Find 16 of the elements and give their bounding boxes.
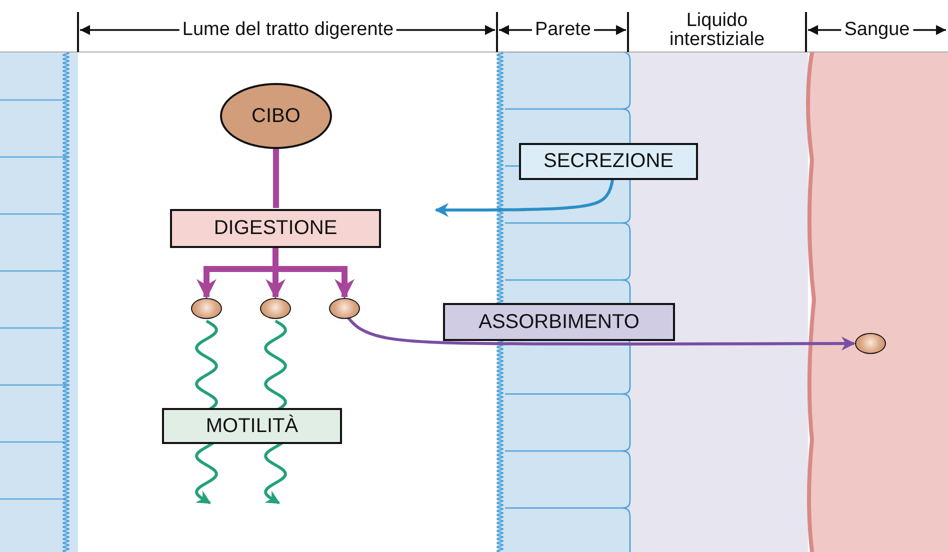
node-label: MOTILITÀ xyxy=(206,414,298,438)
arrow xyxy=(434,180,614,217)
particle-ellipse xyxy=(191,298,222,319)
arrow xyxy=(346,316,856,351)
process-box xyxy=(170,209,381,248)
process-box xyxy=(162,408,342,444)
node-label: ASSORBIMENTO xyxy=(478,310,640,334)
particle-ellipse xyxy=(329,298,360,319)
node-label: SECREZIONE xyxy=(543,150,674,173)
region-label: Lume del tratto digerente xyxy=(179,20,397,39)
particle-ellipse xyxy=(260,298,291,319)
process-box xyxy=(519,143,698,180)
node-label: DIGESTIONE xyxy=(214,217,338,240)
node-label: CIBO xyxy=(252,104,300,128)
process-box xyxy=(443,303,675,341)
region-label: Sangue xyxy=(841,20,913,39)
